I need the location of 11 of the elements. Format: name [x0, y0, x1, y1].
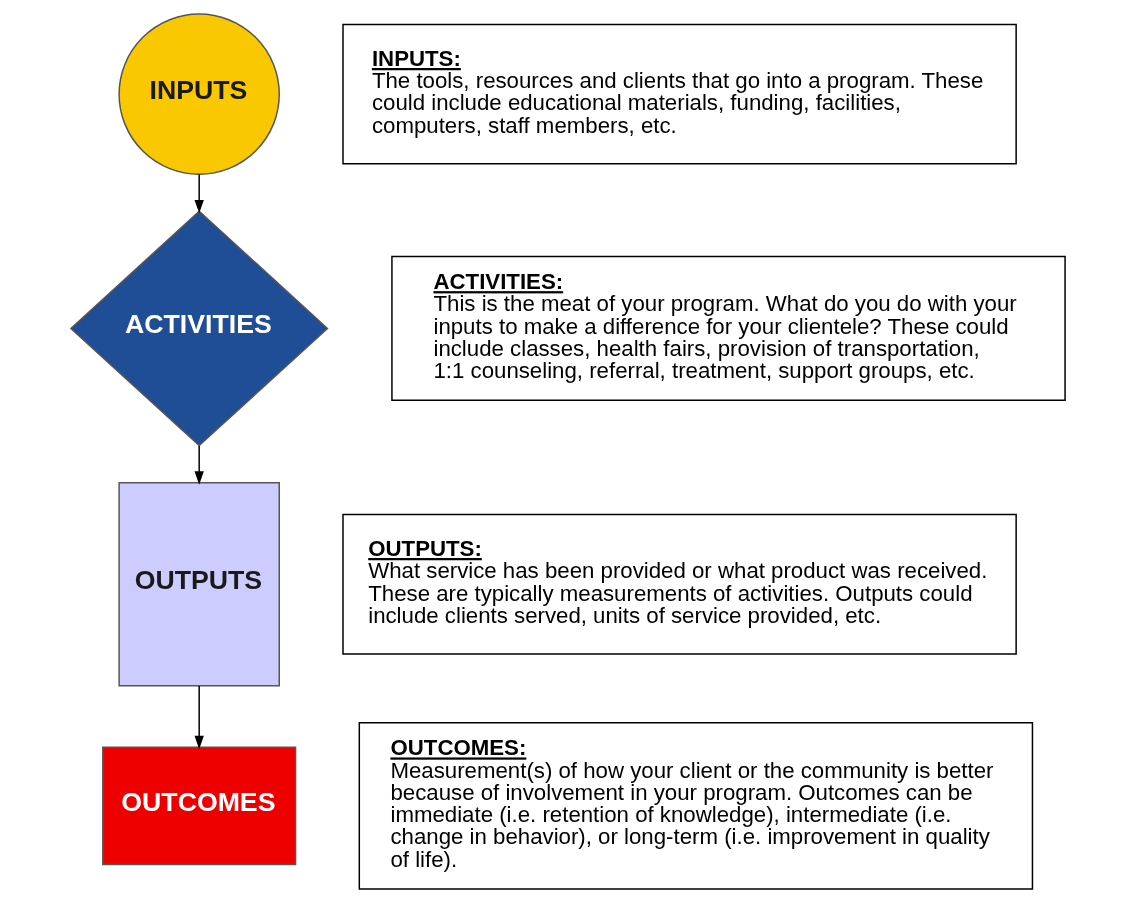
node-box: OUTCOMES: Measurement(s) of how your client or the community is better because of involvement in your program. Outcomes can be immediate (i.e. retention of knowledge), intermediate (i.e. change in behavior), or long-term (i.e. improvement in quality of life). — [358, 722, 1034, 890]
node-box: OUTPUTS: What service has been provided or what product was received. These are typically measurements of activities. Outputs could include clients served, units of service provided, etc. — [342, 513, 1017, 655]
node-diamond: ACTIVITIES — [69, 210, 329, 447]
arrow — [194, 173, 204, 214]
arrow — [194, 685, 204, 750]
node-circle: INPUTS — [118, 13, 280, 175]
arrow — [194, 445, 204, 485]
node-box: ACTIVITIES: This is the meat of your program. What do you do with your inputs to make a difference for your clientele? These could include classes, health fairs, provision of transportation, 1:1 counseling, referral, treatment, support groups, etc. — [391, 255, 1066, 402]
node-box: OUTCOMES — [102, 746, 297, 866]
node-box: OUTPUTS — [118, 481, 280, 687]
node-box: INPUTS: The tools, resources and clients that go into a program. These could include educational materials, funding, facilities, computers, staff members, etc. — [342, 23, 1017, 165]
